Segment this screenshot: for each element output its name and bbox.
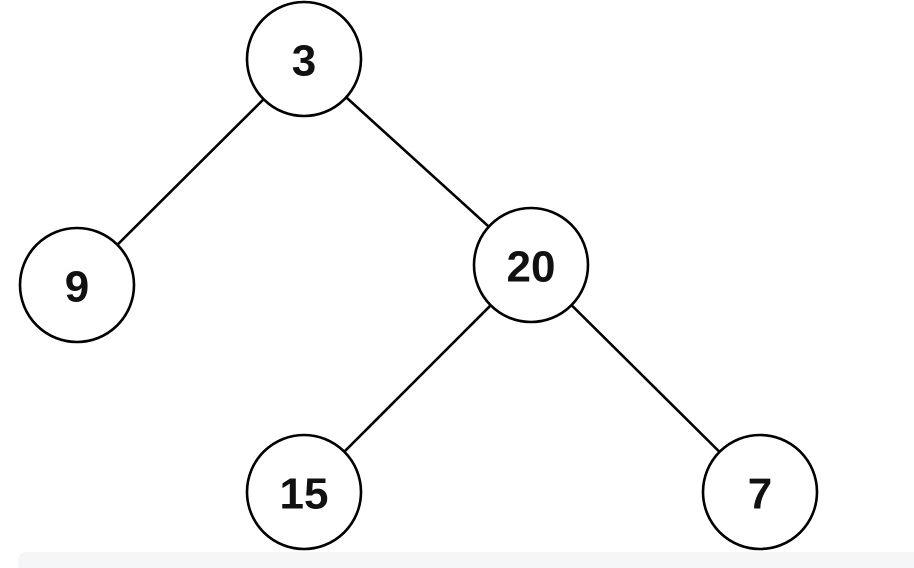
node-circle-15: [245, 433, 363, 551]
node-value-7: 7: [748, 469, 772, 518]
tree-node-7: 7: [701, 433, 819, 551]
node-circle-20: [472, 206, 590, 324]
node-circle-3: [245, 0, 363, 118]
node-value-3: 3: [292, 36, 316, 85]
node-value-9: 9: [65, 262, 89, 311]
node-value-20: 20: [507, 242, 556, 291]
tree-node-9: 9: [18, 226, 136, 344]
tree-node-3: 3: [245, 0, 363, 118]
node-circle-7: [701, 433, 819, 551]
node-circle-9: [18, 226, 136, 344]
node-value-15: 15: [280, 469, 329, 518]
tree-node-20: 20: [472, 206, 590, 324]
bottom-panel-edge: [18, 552, 914, 568]
tree-node-15: 15: [245, 433, 363, 551]
